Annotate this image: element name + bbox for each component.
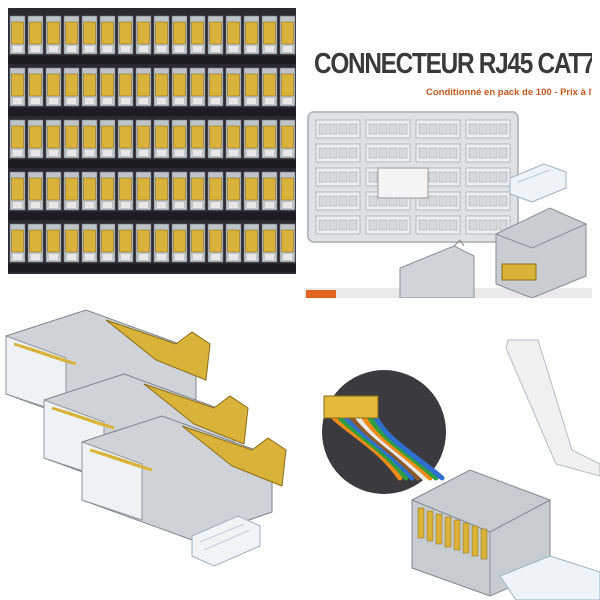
product-title: CONNECTEUR RJ45 CAT7 [314, 48, 592, 80]
product-subtitle: Conditionné en pack de 100 - Prix à l'un… [426, 87, 592, 98]
gold-connectors-graphic [5, 309, 287, 567]
wired-connector-graphic [322, 339, 600, 600]
main-gold-pins [417, 507, 488, 560]
connector-rows-graphic [8, 15, 296, 272]
inset-gold-pins [323, 395, 379, 419]
metal-connector [495, 207, 587, 298]
plug-front [399, 239, 475, 298]
box-label [377, 167, 429, 199]
clear-insert [509, 163, 567, 203]
bulk-tray-photo [8, 8, 296, 274]
clear-insert-small [191, 515, 261, 567]
orange-badge [306, 290, 336, 298]
cable-boot [505, 339, 600, 477]
stacked-gold-connectors-photo [0, 300, 300, 600]
connector-with-wires-photo [300, 300, 600, 600]
product-box-graphic [304, 111, 592, 298]
product-box-photo: CONNECTEUR RJ45 CAT7 Conditionné en pack… [304, 8, 592, 298]
clear-insert-wires [499, 555, 600, 600]
